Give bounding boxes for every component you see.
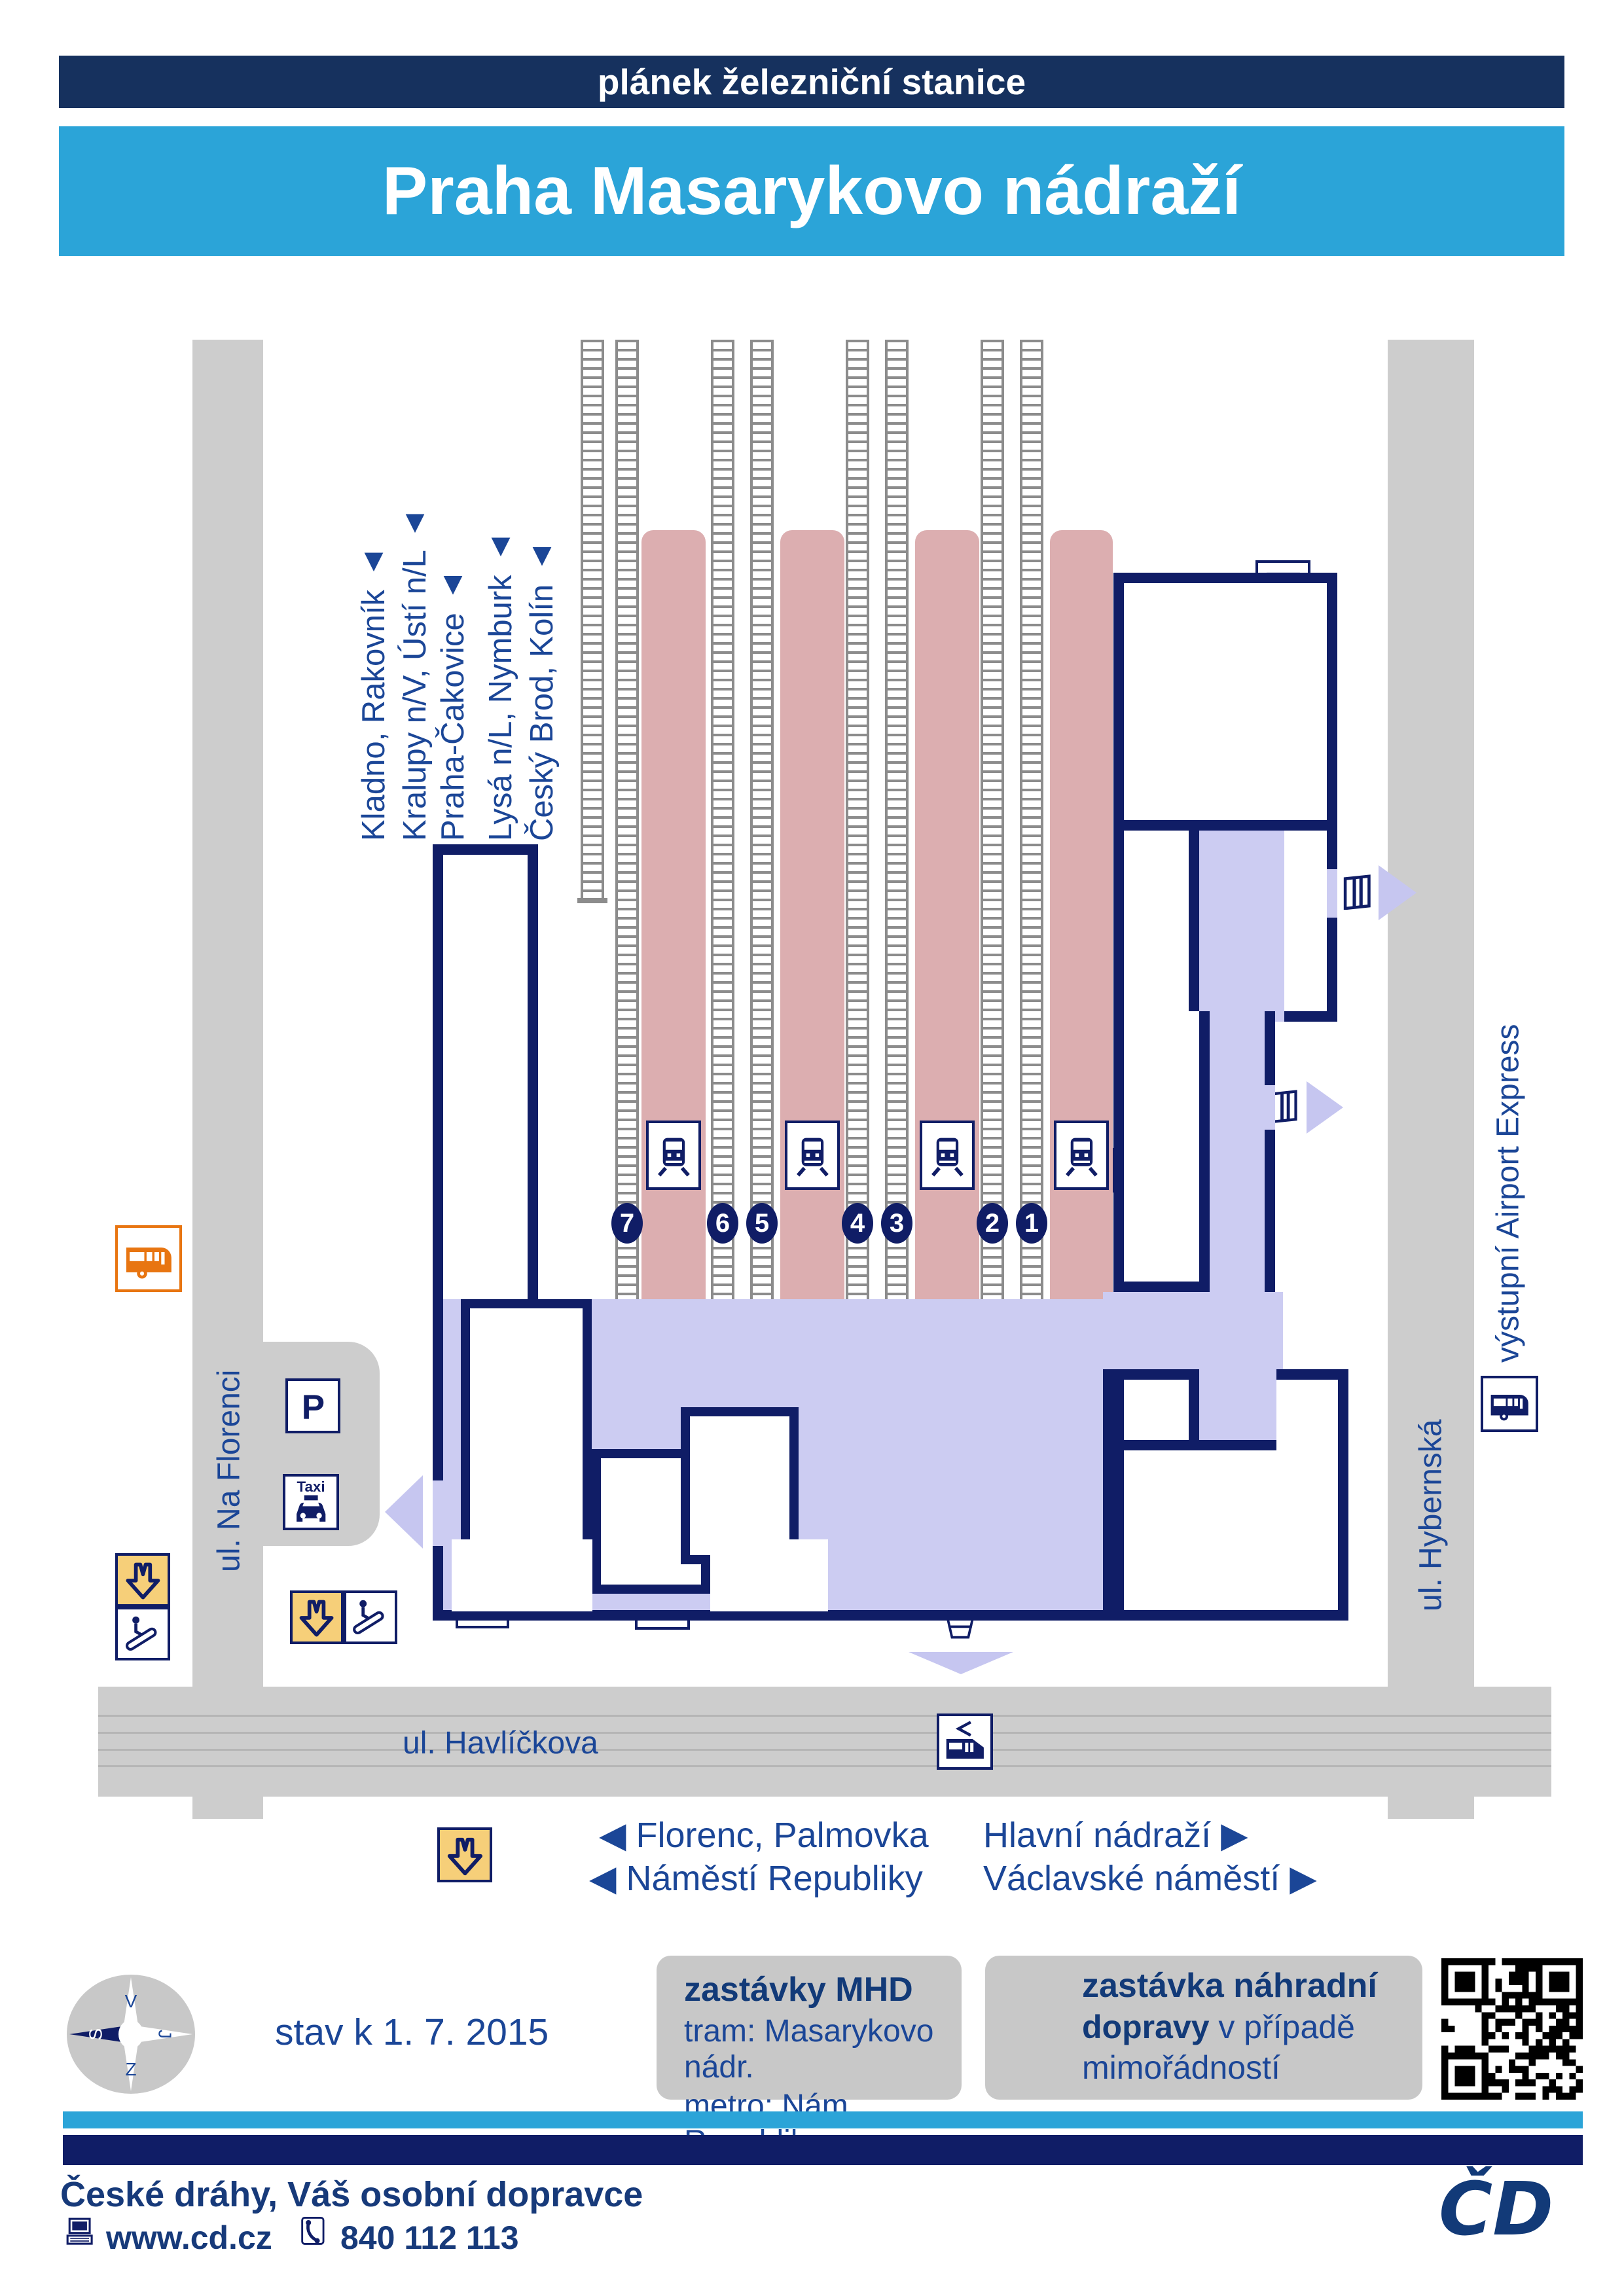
bus-icon [115, 1225, 182, 1292]
west-wing [433, 844, 538, 1309]
tram-icon [937, 1713, 993, 1770]
train-icon [920, 1121, 975, 1190]
taxi-label: Taxi [297, 1479, 325, 1496]
replacement-legend-box: zastávka náhradní dopravy v případě mimo… [985, 1956, 1422, 2100]
phone-icon [296, 2211, 330, 2250]
rail-track [885, 340, 909, 1299]
exit-arrow-left-icon [385, 1475, 423, 1549]
footer-phone: 840 112 113 [340, 2219, 519, 2256]
status-date: stav k 1. 7. 2015 [275, 2011, 549, 2053]
street-havlickova [98, 1687, 1551, 1797]
svg-text:V: V [125, 1991, 137, 2011]
exit-arrow-right-icon [1307, 1081, 1343, 1134]
cyan-stripe [63, 2111, 1583, 2128]
nav-florenc-palmovka: ◀ Florenc, Palmovka [599, 1816, 929, 1855]
street-label-havlickova: ul. Havlíčkova [403, 1726, 598, 1761]
replacement-line3: mimořádností [1082, 2049, 1280, 2086]
train-icon [646, 1121, 701, 1190]
cd-logo: ČD [1439, 2166, 1553, 2252]
train-icon [785, 1121, 840, 1190]
east-corridor [1199, 831, 1284, 1022]
destination-label: Lysá n/L, Nymburk ▲ [483, 530, 518, 841]
svg-text:ČD: ČD [1439, 2166, 1553, 2252]
exit-arrow-down-icon [909, 1652, 1013, 1674]
platform-number-badge: 7 [611, 1203, 643, 1244]
platform-number-badge: 6 [707, 1203, 738, 1244]
platform-number-badge: 3 [881, 1203, 912, 1244]
destination-label: Kralupy n/V, Ústí n/L ▲ [397, 507, 433, 841]
escalator-icon [115, 1607, 170, 1660]
platform-number-badge: 1 [1016, 1203, 1047, 1244]
escalator-icon [344, 1590, 397, 1644]
nav-vaclavske-namesti: Václavské náměstí ▶ [983, 1859, 1317, 1898]
qr-code [1441, 1958, 1583, 2100]
metro-icon [290, 1590, 344, 1644]
mhd-legend-box: zastávky MHD tram: Masarykovo nádr. metr… [657, 1956, 962, 2159]
nav-hlavni-nadrazi: Hlavní nádraží ▶ [983, 1816, 1248, 1855]
footer-slogan: České dráhy, Váš osobní dopravce [60, 2175, 643, 2214]
poster-subtitle-bar: plánek železniční stanice [59, 56, 1564, 108]
footer-web: www.cd.cz [106, 2219, 272, 2256]
exit-arrow-right-icon [1379, 865, 1416, 920]
poster-title: Praha Masarykovo nádraží [382, 152, 1242, 229]
rail-track [615, 340, 639, 1299]
rail-track [981, 340, 1004, 1299]
nav-namesti-republiky: ◀ Náměstí Republiky [589, 1859, 923, 1898]
navy-stripe [63, 2135, 1583, 2165]
replacement-line2: dopravy v případě [1082, 2009, 1355, 2045]
svg-text:J: J [155, 2030, 175, 2039]
metro-icon [115, 1553, 170, 1607]
platform-number-badge: 2 [977, 1203, 1008, 1244]
street-na-florenci [192, 340, 263, 1819]
rail-track [711, 340, 734, 1299]
destination-label: Praha-Čakovice ▲ [435, 568, 471, 841]
poster-subtitle: plánek železniční stanice [597, 62, 1026, 102]
platform-number-badge: 4 [842, 1203, 873, 1244]
metro-icon [437, 1827, 492, 1882]
mhd-tram-line: tram: Masarykovo nádr. [684, 2014, 934, 2085]
train-icon [1054, 1121, 1109, 1190]
poster-title-bar: Praha Masarykovo nádraží [59, 126, 1564, 256]
replacement-line1: zastávka náhradní [1082, 1967, 1377, 2005]
street-hybernska [1388, 340, 1474, 1819]
mhd-title: zastávky MHD [684, 1971, 913, 2009]
bus-icon [1481, 1376, 1538, 1432]
rail-track [846, 340, 869, 1299]
rail-track [581, 340, 604, 898]
destination-label: Kladno, Rakovník ▲ [356, 545, 391, 841]
compass-rose: V J Z S [67, 1975, 195, 2094]
platform-number-badge: 5 [746, 1203, 778, 1244]
svg-text:Z: Z [125, 2059, 136, 2079]
computer-icon [62, 2214, 98, 2250]
taxi-icon: Taxi [283, 1474, 339, 1530]
svg-text:S: S [85, 2028, 105, 2041]
destination-label: Český Brod, Kolín ▲ [524, 540, 560, 841]
door-icon [1337, 864, 1377, 920]
rail-track [1020, 340, 1043, 1299]
rail-track [750, 340, 774, 1299]
parking-icon [285, 1378, 340, 1433]
buffer-stop [577, 898, 607, 903]
east-block-south [1113, 1369, 1348, 1621]
